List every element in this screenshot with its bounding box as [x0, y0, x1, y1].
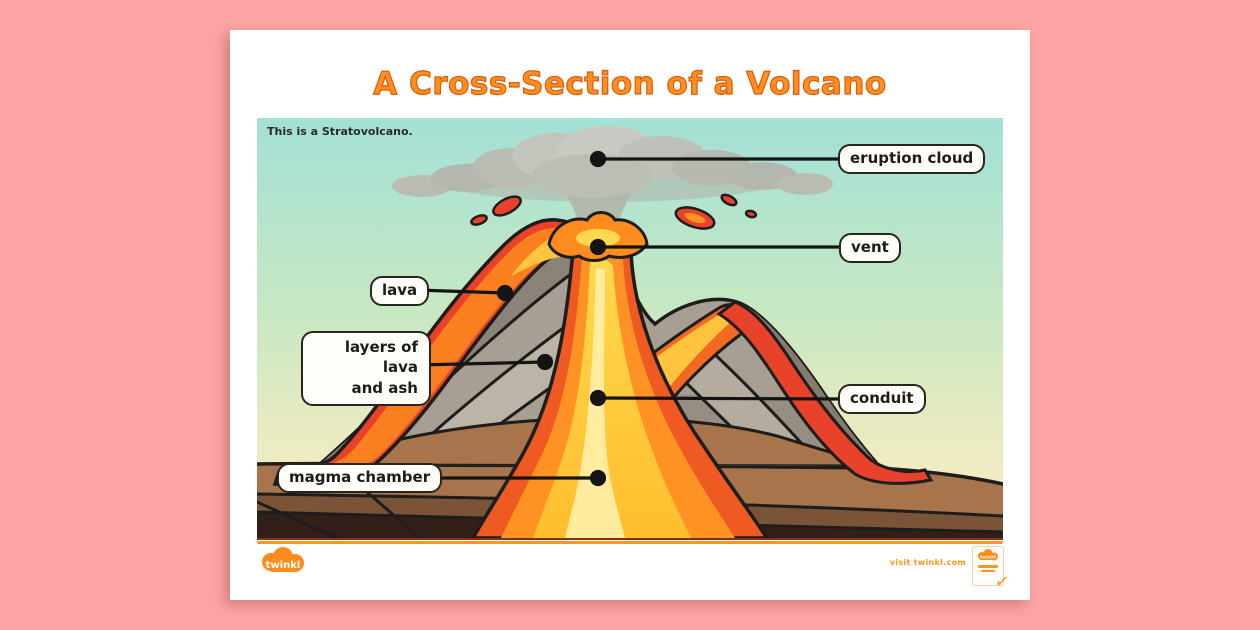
- label-conduit: conduit: [838, 384, 926, 414]
- lava-splashes: [470, 193, 758, 230]
- label-magma-chamber: magma chamber: [277, 463, 443, 493]
- label-eruption-cloud: eruption cloud: [838, 144, 986, 174]
- badge-text-bar: [981, 570, 995, 572]
- leader-eruption-cloud: [589, 150, 842, 168]
- label-layers-line1: layers of lava: [344, 338, 418, 377]
- label-layers-line2: and ash: [351, 378, 419, 397]
- badge-check-icon: ✓: [993, 571, 1011, 593]
- stratovolcano-note: This is a Stratovolcano.: [267, 125, 413, 138]
- badge-cloud-icon: twinkl: [978, 549, 998, 561]
- footer-divider: [257, 541, 1003, 544]
- leader-layers: [416, 353, 554, 371]
- volcano-diagram: This is a Stratovolcano. eruption cloud …: [257, 118, 1003, 540]
- page-title: A Cross-Section of a Volcano: [373, 65, 887, 102]
- twinkl-quality-badge: twinkl ✓: [972, 546, 1010, 593]
- leader-conduit: [589, 389, 843, 407]
- worksheet-page: A Cross-Section of a Volcano: [230, 30, 1030, 600]
- label-layers-of-lava-and-ash: layers of lava and ash: [301, 331, 431, 406]
- leader-magma-chamber: [417, 469, 607, 487]
- label-lava: lava: [370, 276, 430, 306]
- label-vent: vent: [839, 233, 901, 263]
- badge-text-bar: [978, 565, 998, 568]
- twinkl-logo-text: twinkl: [266, 560, 301, 571]
- visit-twinkl-link[interactable]: visit twinkl.com: [889, 558, 966, 567]
- leader-lava: [416, 284, 514, 302]
- leader-vent: [589, 238, 843, 256]
- badge-cloud-text: twinkl: [980, 555, 996, 561]
- volcano-illustration: [257, 118, 1003, 538]
- right-lava-flow: [716, 300, 934, 485]
- twinkl-logo: twinkl: [262, 547, 304, 572]
- eruption-cloud-art: [392, 126, 833, 264]
